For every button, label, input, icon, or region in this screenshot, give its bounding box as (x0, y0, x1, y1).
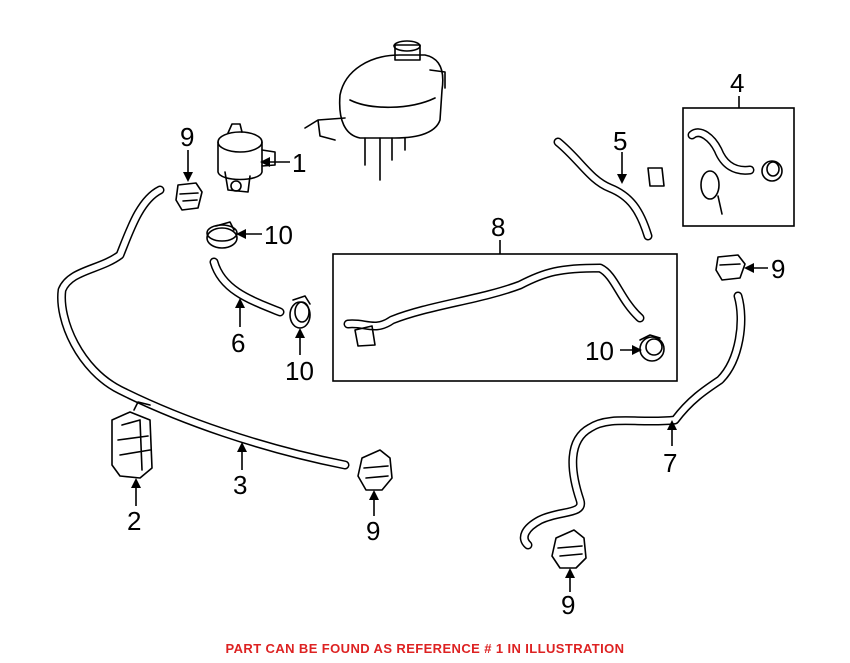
callout-7: 7 (663, 448, 677, 478)
callout-1: 1 (292, 148, 306, 178)
part-8-group-box (332, 253, 678, 382)
callout-5: 5 (613, 126, 627, 156)
callout-8: 8 (491, 212, 505, 242)
bracket-2 (111, 401, 153, 479)
hose-clamp-9-lower-right (551, 529, 587, 569)
coolant-line-7 (519, 291, 746, 550)
coolant-line-3 (57, 185, 350, 470)
callout-10-box: 10 (585, 336, 614, 366)
coolant-hose-6 (209, 257, 285, 317)
callout-4: 4 (730, 68, 744, 98)
coolant-hose-5 (553, 137, 665, 241)
callout-10-upper: 10 (264, 220, 293, 250)
auxiliary-water-pump (217, 123, 276, 193)
callout-9-right: 9 (771, 254, 785, 284)
hose-clamp-9-middle (357, 449, 393, 491)
callout-3: 3 (233, 470, 247, 500)
band-clamp-4-box (761, 160, 783, 182)
hose-clamp-9-right (715, 254, 746, 281)
callout-2: 2 (127, 506, 141, 536)
callout-9-middle: 9 (366, 516, 380, 546)
callout-6: 6 (231, 328, 245, 358)
band-clamp-10-lower (289, 295, 311, 329)
band-clamp-10-upper (206, 221, 238, 249)
hose-clamp-9-upper-left (175, 182, 203, 211)
callout-9-upper-left: 9 (180, 122, 194, 152)
coolant-reservoir (304, 40, 446, 181)
callout-10-lower: 10 (285, 356, 314, 386)
reference-note: PART CAN BE FOUND AS REFERENCE # 1 IN IL… (225, 641, 625, 656)
band-clamp-10-box (639, 334, 665, 362)
coolant-line-8 (343, 263, 645, 347)
coolant-hose-4 (687, 128, 755, 215)
callout-9-lower-right: 9 (561, 590, 575, 620)
